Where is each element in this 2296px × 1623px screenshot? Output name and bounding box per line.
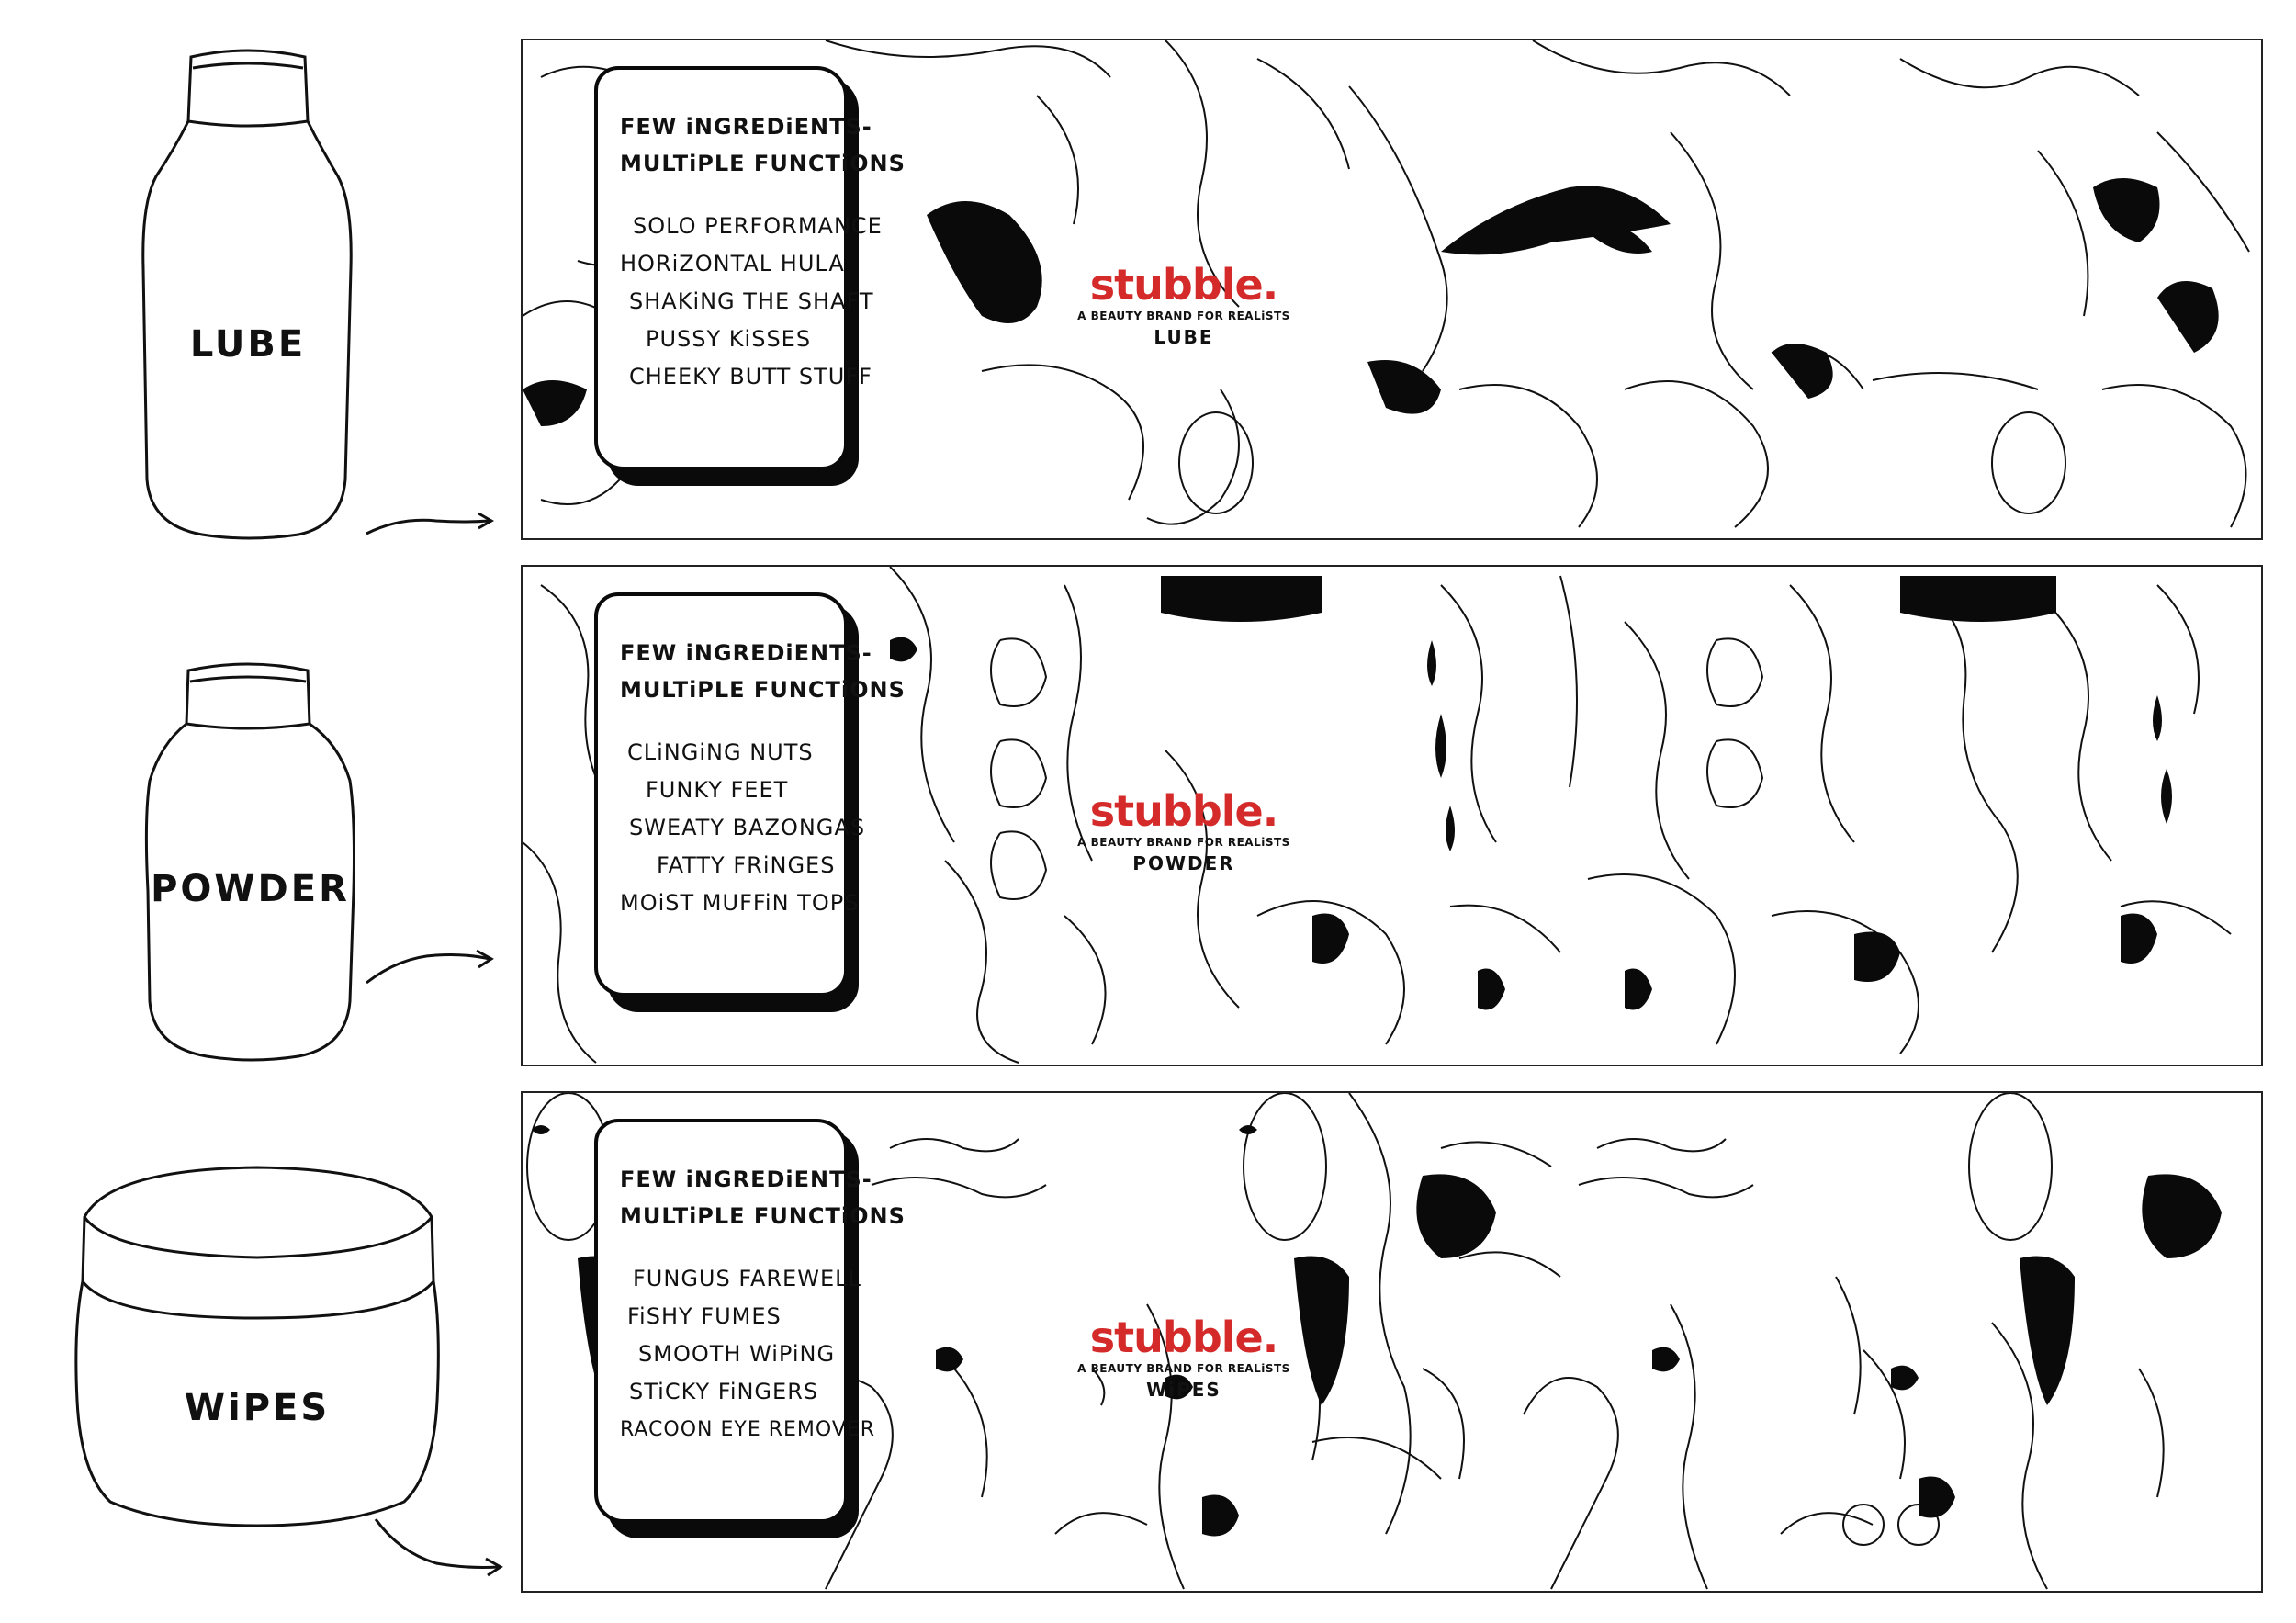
brand-product: LUBE: [1154, 326, 1214, 348]
card-heading-line2: MULTiPLE FUNCTiONS: [620, 1203, 906, 1229]
brand-name: stubble.: [1089, 260, 1278, 310]
card-item: CHEEKY BUTT STUFF: [629, 364, 872, 389]
jar-icon: [74, 1166, 440, 1527]
card-item: FiSHY FUMES: [627, 1303, 782, 1329]
bottle-icon: [141, 49, 353, 540]
brand-block: stubble. A BEAUTY BRAND FOR REALiSTS WiP…: [1064, 1313, 1303, 1403]
card-item: MOiST MUFFiN TOPS: [620, 890, 860, 916]
container-powder: POWDER: [142, 652, 358, 1065]
ingredients-card: FEW iNGREDiENTS- MULTiPLE FUNCTiONS FUNG…: [594, 1119, 906, 1523]
container-wipes: WiPES: [73, 1162, 441, 1529]
brand-block: stubble. A BEAUTY BRAND FOR REALiSTS LUB…: [1064, 261, 1303, 351]
brand-name: stubble.: [1089, 1313, 1278, 1362]
card-item: STiCKY FiNGERS: [629, 1379, 819, 1404]
container-label: WiPES: [184, 1387, 331, 1429]
brand-tagline: A BEAUTY BRAND FOR REALiSTS: [1077, 310, 1290, 322]
card-item: RACOON EYE REMOVER: [620, 1418, 876, 1441]
arrow-icon: [374, 1518, 503, 1577]
card-item: SWEATY BAZONGAS: [629, 815, 866, 840]
brand-product: WiPES: [1146, 1379, 1221, 1401]
row-powder: POWDER: [142, 565, 2263, 1066]
brand-tagline: A BEAUTY BRAND FOR REALiSTS: [1077, 836, 1290, 849]
card-item: CLiNGiNG NUTS: [627, 739, 814, 765]
arrow-icon: [366, 949, 494, 985]
brand-block: stubble. A BEAUTY BRAND FOR REALiSTS POW…: [1064, 787, 1303, 877]
container-lube: LUBE: [138, 39, 358, 544]
card-item: FATTY FRiNGES: [657, 852, 836, 878]
card-item: HORiZONTAL HULA: [620, 251, 845, 276]
label-panel-powder: FEW iNGREDiENTS- MULTiPLE FUNCTiONS CLiN…: [521, 565, 2263, 1066]
arrow-icon: [366, 512, 495, 535]
ingredients-card: FEW iNGREDiENTS- MULTiPLE FUNCTiONS SOLO…: [594, 66, 905, 470]
label-panel-wipes: FEW iNGREDiENTS- MULTiPLE FUNCTiONS FUNG…: [521, 1091, 2263, 1593]
label-panel-lube: FEW iNGREDiENTS- MULTiPLE FUNCTiONS SOLO…: [521, 39, 2263, 540]
card-item: FUNKY FEET: [646, 777, 789, 803]
card-item: SHAKiNG THE SHAFT: [629, 288, 874, 314]
card-item: SMOOTH WiPiNG: [638, 1341, 836, 1367]
container-label: POWDER: [151, 868, 350, 910]
card-heading: FEW iNGREDiENTS- MULTiPLE FUNCTiONS: [620, 1161, 906, 1234]
bottle-icon: [144, 662, 355, 1062]
row-lube: LUBE: [0, 0, 2296, 542]
brand-tagline: A BEAUTY BRAND FOR REALiSTS: [1077, 1362, 1290, 1375]
card-heading-line1: FEW iNGREDiENTS-: [620, 1167, 872, 1192]
card-item: FUNGUS FAREWELL: [633, 1266, 861, 1291]
ingredients-card: FEW iNGREDiENTS- MULTiPLE FUNCTiONS CLiN…: [594, 592, 905, 997]
brand-name: stubble.: [1089, 786, 1278, 836]
brand-product: POWDER: [1132, 852, 1235, 874]
card-item: PUSSY KiSSES: [646, 326, 812, 352]
container-label: LUBE: [189, 323, 307, 366]
